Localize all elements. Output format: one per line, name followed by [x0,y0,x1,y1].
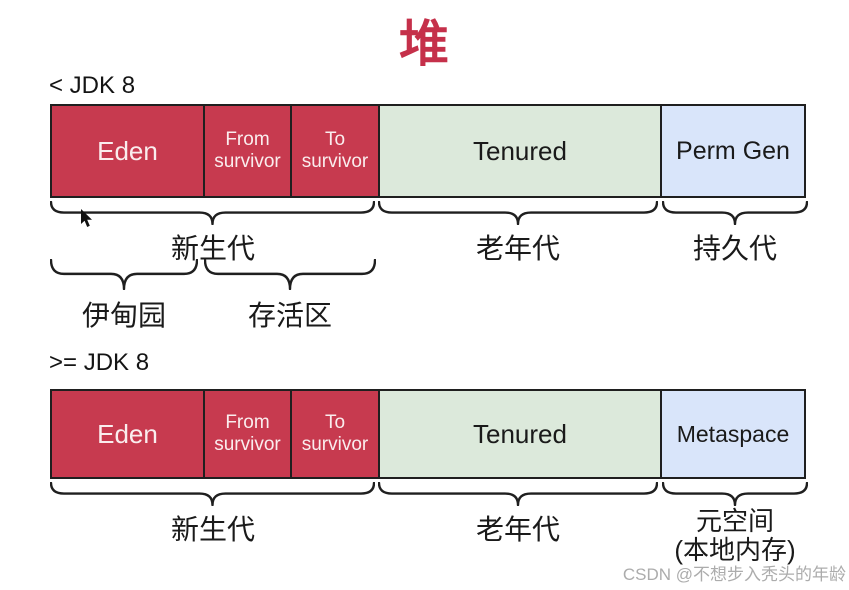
brace-metaspace [661,481,809,507]
jdk-version-label-gte8: >= JDK 8 [49,349,150,376]
label-old-generation: 老年代 [475,233,560,264]
segment-to-survivor: To survivor [292,106,380,196]
jdk-version-label-lt8: < JDK 8 [49,72,136,99]
memory-bar-gte-jdk8: Eden From survivor To survivor Tenured M… [50,389,806,479]
brace-eden-garden [49,258,199,291]
brace-old-generation [377,481,659,507]
brace-young-generation [49,200,376,226]
memory-bar-lt-jdk8: Eden From survivor To survivor Tenured P… [50,104,806,198]
segment-eden: Eden [52,106,205,196]
label-metaspace-line2: (本地内存) [674,535,796,566]
segment-metaspace: Metaspace [662,391,804,477]
brace-perm-generation [661,200,809,226]
mouse-cursor-icon [80,209,94,234]
label-metaspace: 元空间 (本地内存) [635,506,835,566]
segment-from-survivor: From survivor [205,391,292,477]
label-metaspace-line1: 元空间 [695,506,774,536]
brace-old-generation [377,200,659,226]
label-old-generation: 老年代 [475,514,560,545]
label-young-generation: 新生代 [170,514,255,545]
brace-survivor-area [203,258,377,291]
segment-perm-gen: Perm Gen [662,106,804,196]
brace-young-generation [49,481,376,507]
segment-tenured: Tenured [380,391,662,477]
segment-tenured: Tenured [380,106,662,196]
segment-to-survivor: To survivor [292,391,380,477]
page-title: 堆 [399,16,450,72]
label-young-generation: 新生代 [170,233,255,264]
csdn-watermark: CSDN @不想步入秃头的年龄 [622,565,846,584]
label-eden-garden: 伊甸园 [81,300,166,331]
label-perm-generation: 持久代 [692,233,777,264]
label-survivor-area: 存活区 [247,300,332,331]
segment-from-survivor: From survivor [205,106,292,196]
segment-eden: Eden [52,391,205,477]
